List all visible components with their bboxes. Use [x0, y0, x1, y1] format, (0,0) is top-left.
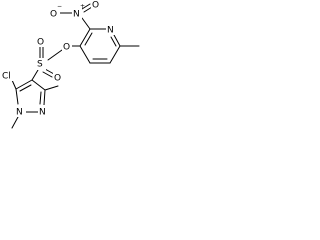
- bond-pz-c5-cl: [11, 79, 17, 90]
- atom-nitro-o: O: [92, 1, 99, 11]
- bond-py-c3-c4: [79, 45, 91, 64]
- atom-nitro-n: N: [73, 10, 80, 20]
- atom-sulfur: S: [37, 60, 43, 70]
- charge-plus: +: [80, 3, 85, 10]
- bond-pz-c5-n1: [15, 88, 19, 105]
- atom-pyrazole-n2: N: [39, 108, 46, 118]
- atom-sulfonyl-o-bottom: O: [54, 74, 61, 84]
- bond-s-pz-c4: [31, 69, 39, 81]
- bonds: [11, 3, 140, 129]
- atom-pyridine-n: N: [107, 26, 114, 36]
- atom-nitro-o-minus: O: [50, 10, 57, 20]
- atom-sulfonyl-o-top: O: [37, 38, 44, 48]
- bond-pz-inner-n2-c3: [39, 91, 42, 105]
- bond-ester-o-s: [47, 49, 63, 61]
- bond-nitro-n-ring: [81, 17, 91, 30]
- structure-diagram: O − N + O N O O S O Cl N N: [1, 0, 140, 129]
- atom-ester-o: O: [63, 43, 70, 53]
- atom-labels: O − N + O N O O S O Cl N N: [1, 0, 116, 118]
- bond-py-inner-c2-c3: [84, 32, 93, 46]
- bond-pz-c3-c4: [31, 79, 46, 91]
- bond-nitro-n-o-double-a: [81, 3, 91, 10]
- bond-nitro-n-o-double-b: [83, 6, 93, 13]
- bond-pz-c3-methyl: [44, 85, 59, 91]
- bond-s-o-bottom-b: [42, 71, 53, 78]
- bond-pz-n1-methyl: [11, 116, 19, 129]
- charge-minus: −: [57, 3, 62, 10]
- bond-pz-n2-c3: [43, 89, 46, 106]
- atom-pyrazole-n1: N: [16, 108, 23, 118]
- atom-chlorine: Cl: [2, 72, 11, 82]
- bond-pz-inner-c4-c5: [19, 84, 32, 92]
- bond-py-c2-c3: [79, 28, 91, 47]
- bond-py-c6-n: [113, 34, 121, 47]
- bond-py-inner-c6-n: [110, 36, 117, 47]
- bond-s-o-bottom-a: [44, 68, 55, 75]
- bond-pz-c4-c5: [15, 79, 33, 90]
- bond-py-c5-c6: [109, 45, 121, 64]
